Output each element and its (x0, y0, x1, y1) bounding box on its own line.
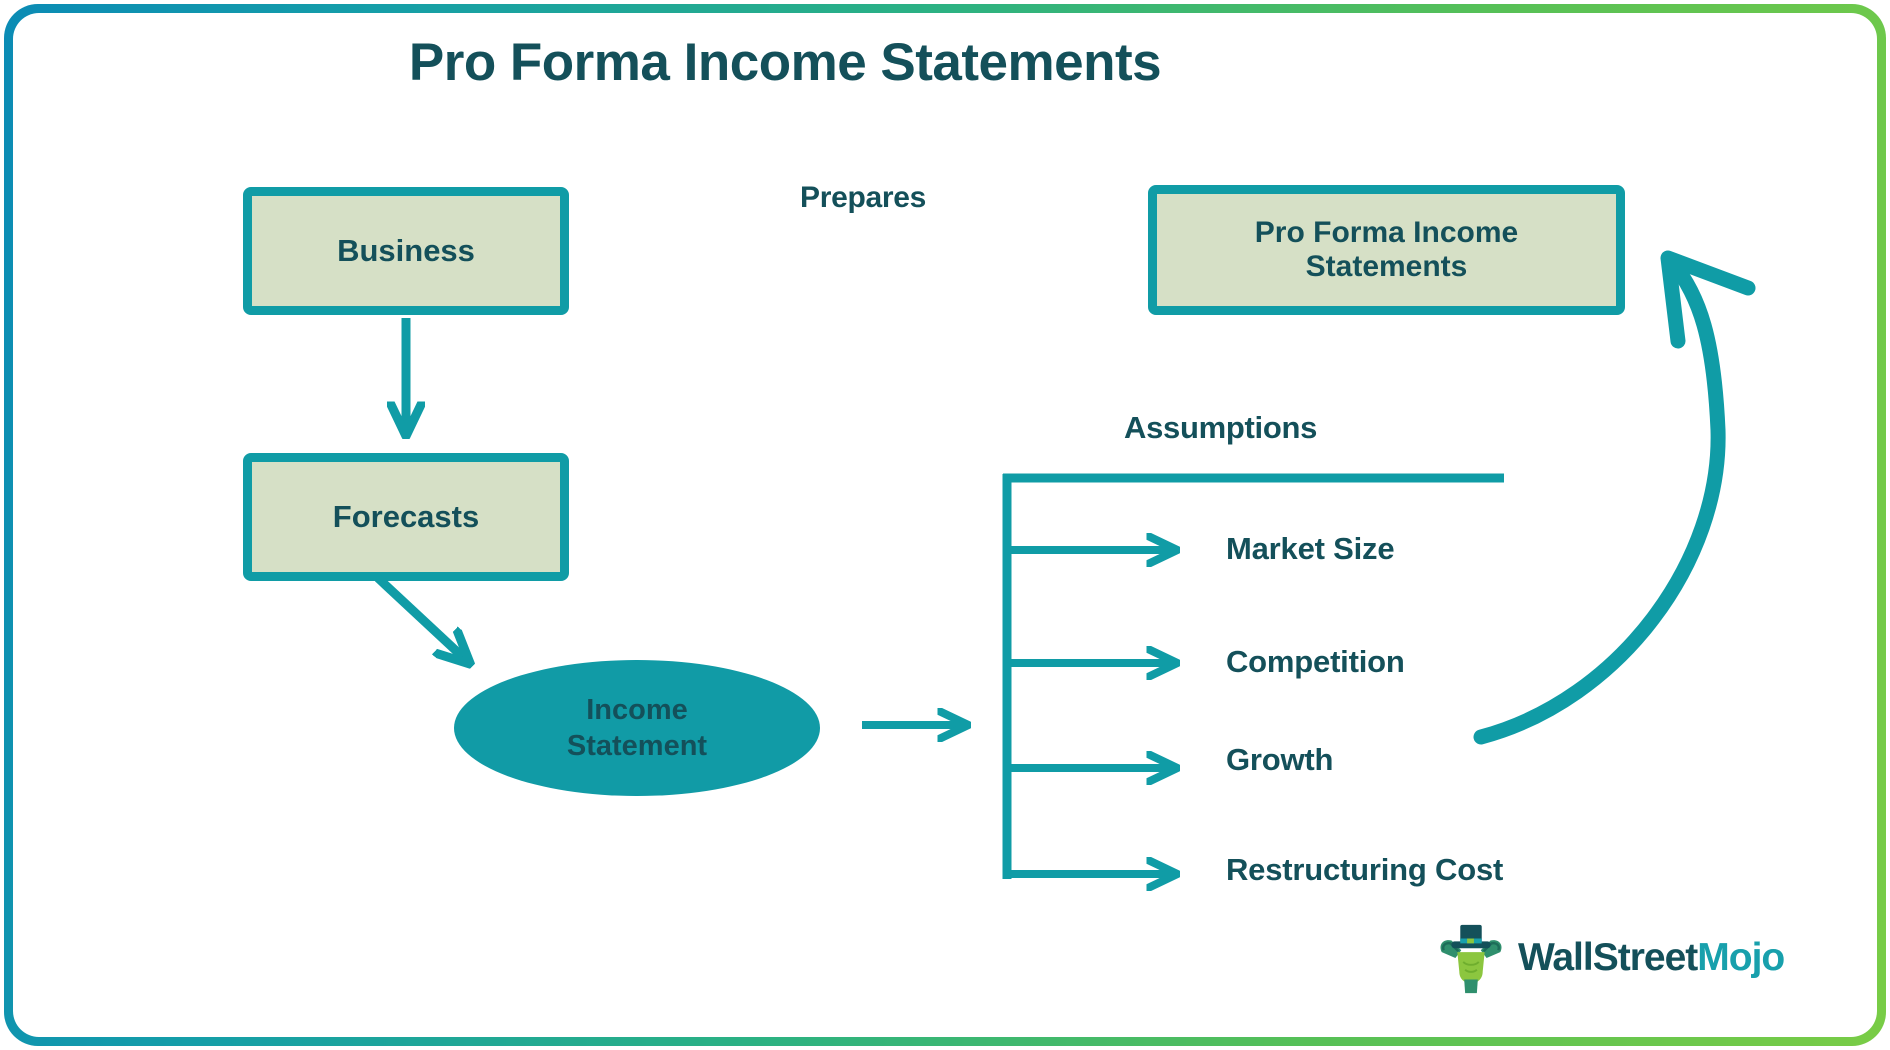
pro-forma-income-statements-box: Pro Forma Income Statements (1148, 185, 1625, 315)
bull-with-tophat-icon (1440, 924, 1502, 994)
pro-forma-box-line2: Statements (1305, 250, 1468, 283)
wallstreetmojo-logo: WallStreetMojo (1432, 918, 1832, 998)
assumption-label-restructuring-cost: Restructuring Cost (1226, 852, 1504, 887)
income-statement-line2: Statement (566, 730, 708, 762)
logo-text-primary: WallStreet (1518, 936, 1698, 979)
business-box: Business (243, 187, 569, 315)
income-statement-ellipse: Income Statement (454, 660, 820, 796)
prepares-label: Prepares (800, 181, 927, 214)
assumptions-heading: Assumptions (1124, 410, 1318, 445)
income-statement-line1: Income (586, 693, 688, 726)
assumption-label-competition: Competition (1226, 644, 1405, 679)
page-title: Pro Forma Income Statements (408, 33, 1162, 92)
forecasts-box: Forecasts (243, 453, 569, 581)
forecasts-box-label: Forecasts (332, 499, 480, 535)
pro-forma-box-line1: Pro Forma Income (1254, 215, 1519, 249)
logo-wordmark: WallStreetMojo (1518, 936, 1785, 980)
pro-forma-box-label: Pro Forma Income Statements (1255, 216, 1518, 285)
income-statement-label: Income Statement (567, 692, 707, 765)
business-box-label: Business (337, 233, 475, 269)
logo-text-accent: Mojo (1697, 936, 1785, 979)
assumption-label-growth: Growth (1226, 742, 1334, 777)
assumption-label-market-size: Market Size (1226, 531, 1395, 566)
